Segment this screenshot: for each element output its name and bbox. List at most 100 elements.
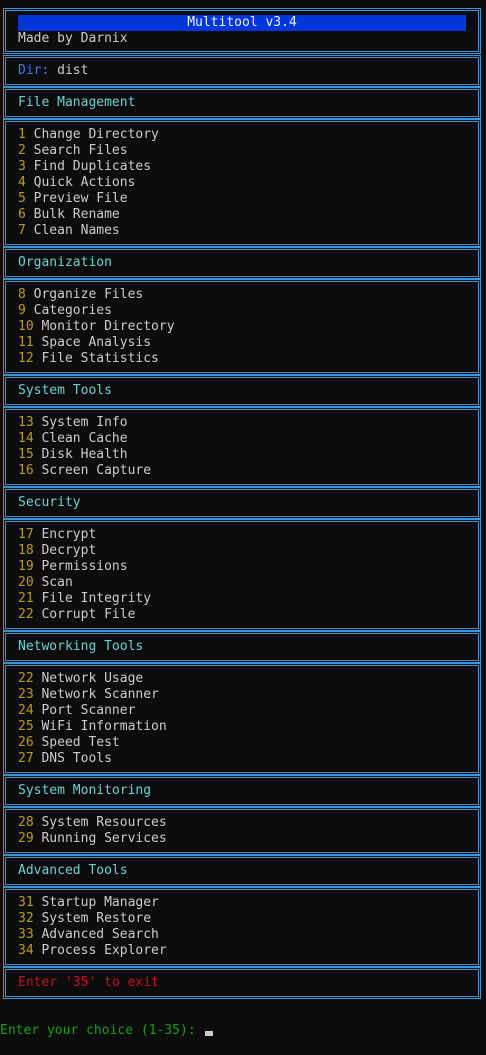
- menu-item[interactable]: 1 Change Directory: [18, 127, 466, 143]
- menu-item[interactable]: 5 Preview File: [18, 191, 466, 207]
- menu-item[interactable]: 34 Process Explorer: [18, 943, 466, 959]
- menu-item-label: Search Files: [33, 143, 128, 158]
- menu-item-number: 18: [18, 543, 34, 558]
- menu-item-number: 20: [18, 575, 34, 590]
- menu-item[interactable]: 29 Running Services: [18, 831, 466, 847]
- menu-item-label: Process Explorer: [41, 943, 167, 958]
- menu-item[interactable]: 12 File Statistics: [18, 351, 466, 367]
- menu-item-number: 5: [18, 191, 26, 206]
- menu-item[interactable]: 28 System Resources: [18, 815, 466, 831]
- menu-item[interactable]: 2 Search Files: [18, 143, 466, 159]
- menu-item-number: 22: [18, 607, 34, 622]
- menu-item-label: System Resources: [41, 815, 167, 830]
- choice-prompt[interactable]: Enter your choice (1-35):: [0, 1023, 213, 1039]
- section-title: Organization: [18, 255, 112, 270]
- menu-item-number: 19: [18, 559, 34, 574]
- menu-item[interactable]: 6 Bulk Rename: [18, 207, 466, 223]
- section-title: Advanced Tools: [18, 863, 128, 878]
- menu-item-label: Clean Names: [33, 223, 120, 238]
- menu-item-label: System Info: [41, 415, 128, 430]
- menu-item-number: 4: [18, 175, 26, 190]
- menu-item-label: Clean Cache: [41, 431, 128, 446]
- menu-item-number: 16: [18, 463, 34, 478]
- menu-item-label: Permissions: [41, 559, 128, 574]
- section-header-advanced-tools: Advanced Tools: [3, 855, 481, 887]
- menu-item-number: 15: [18, 447, 34, 462]
- menu-item-label: Network Scanner: [41, 687, 159, 702]
- menu-item[interactable]: 24 Port Scanner: [18, 703, 466, 719]
- menu-item-number: 12: [18, 351, 34, 366]
- menu-item[interactable]: 20 Scan: [18, 575, 466, 591]
- section-title: File Management: [18, 95, 136, 110]
- menu-item-label: Space Analysis: [41, 335, 152, 350]
- menu-item-number: 8: [18, 287, 26, 302]
- menu-item-number: 3: [18, 159, 26, 174]
- menu-item[interactable]: 8 Organize Files: [18, 287, 466, 303]
- menu-item[interactable]: 22 Network Usage: [18, 671, 466, 687]
- menu-item-label: File Integrity: [41, 591, 152, 606]
- section-header-security: Security: [3, 487, 481, 519]
- menu-item-number: 13: [18, 415, 34, 430]
- menu-item-number: 26: [18, 735, 34, 750]
- menu-item[interactable]: 22 Corrupt File: [18, 607, 466, 623]
- menu-item[interactable]: 31 Startup Manager: [18, 895, 466, 911]
- menu-item-label: Bulk Rename: [33, 207, 120, 222]
- menu-item-label: Corrupt File: [41, 607, 136, 622]
- menu-item[interactable]: 18 Decrypt: [18, 543, 466, 559]
- section-header-file-management: File Management: [3, 87, 481, 119]
- text-cursor: [204, 1031, 213, 1036]
- section-header-system-monitoring: System Monitoring: [3, 775, 481, 807]
- menu-item[interactable]: 16 Screen Capture: [18, 463, 466, 479]
- menu-item[interactable]: 23 Network Scanner: [18, 687, 466, 703]
- menu-item[interactable]: 15 Disk Health: [18, 447, 466, 463]
- menu-item[interactable]: 9 Categories: [18, 303, 466, 319]
- menu-item-number: 1: [18, 127, 26, 142]
- menu-item-number: 21: [18, 591, 34, 606]
- menu-item-number: 24: [18, 703, 34, 718]
- menu-item[interactable]: 17 Encrypt: [18, 527, 466, 543]
- app-title: Multitool v3.4: [18, 15, 466, 31]
- menu-item[interactable]: 13 System Info: [18, 415, 466, 431]
- dir-value: dist: [57, 63, 89, 78]
- menu-item[interactable]: 4 Quick Actions: [18, 175, 466, 191]
- menu-item-label: Port Scanner: [41, 703, 136, 718]
- menu-item[interactable]: 25 WiFi Information: [18, 719, 466, 735]
- menu-item[interactable]: 7 Clean Names: [18, 223, 466, 239]
- menu-item[interactable]: 14 Clean Cache: [18, 431, 466, 447]
- menu-item-label: Organize Files: [33, 287, 144, 302]
- menu-item-number: 28: [18, 815, 34, 830]
- header-box: Multitool v3.4 Made by Darnix: [3, 8, 481, 54]
- menu-item-label: Disk Health: [41, 447, 128, 462]
- menu-item-label: Quick Actions: [33, 175, 136, 190]
- menu-item[interactable]: 27 DNS Tools: [18, 751, 466, 767]
- prompt-text: Enter your choice (1-35):: [0, 1023, 204, 1038]
- menu-item[interactable]: 3 Find Duplicates: [18, 159, 466, 175]
- menu-item-number: 27: [18, 751, 34, 766]
- menu-item[interactable]: 19 Permissions: [18, 559, 466, 575]
- menu-item-label: Advanced Search: [41, 927, 159, 942]
- menu-item[interactable]: 26 Speed Test: [18, 735, 466, 751]
- menu-item[interactable]: 10 Monitor Directory: [18, 319, 466, 335]
- section-header-organization: Organization: [3, 247, 481, 279]
- menu-item[interactable]: 32 System Restore: [18, 911, 466, 927]
- menu-item-label: Speed Test: [41, 735, 120, 750]
- menu-item[interactable]: 11 Space Analysis: [18, 335, 466, 351]
- menu-item-label: DNS Tools: [41, 751, 112, 766]
- menu-item-number: 34: [18, 943, 34, 958]
- menu-item[interactable]: 33 Advanced Search: [18, 927, 466, 943]
- menu-item-label: Encrypt: [41, 527, 97, 542]
- menu-item-number: 23: [18, 687, 34, 702]
- menu-item[interactable]: 21 File Integrity: [18, 591, 466, 607]
- menu-item-label: Decrypt: [41, 543, 97, 558]
- directory-box: Dir: dist: [3, 55, 481, 87]
- menu-item-number: 11: [18, 335, 34, 350]
- menu-item-label: Monitor Directory: [41, 319, 175, 334]
- exit-instruction: Enter '35' to exit: [18, 975, 159, 990]
- menu-item-number: 10: [18, 319, 34, 334]
- section-header-system-tools: System Tools: [3, 375, 481, 407]
